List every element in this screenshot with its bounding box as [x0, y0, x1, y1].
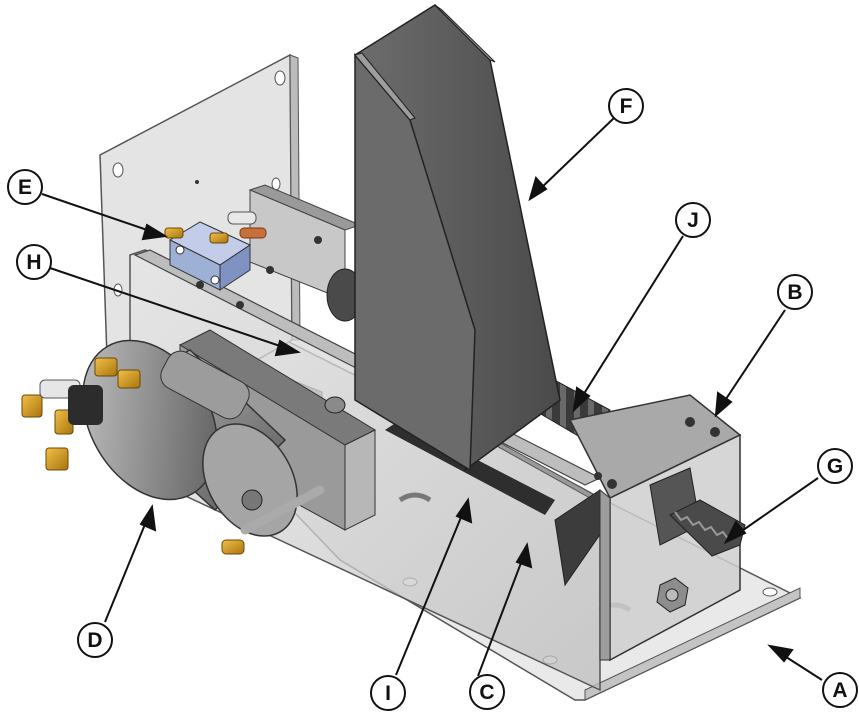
- svg-text:E: E: [18, 176, 32, 199]
- end-block: [568, 394, 746, 662]
- svg-text:H: H: [26, 251, 41, 274]
- valve-block: [164, 211, 267, 291]
- leader-lines: [41, 117, 823, 681]
- callout-f: F: [608, 88, 644, 124]
- callout-a: A: [822, 672, 858, 708]
- svg-text:I: I: [385, 682, 391, 705]
- svg-text:D: D: [87, 629, 102, 652]
- svg-text:F: F: [620, 95, 633, 118]
- motor-assembly: [21, 329, 377, 555]
- svg-text:C: C: [479, 681, 494, 704]
- svg-text:G: G: [827, 455, 843, 478]
- callout-c: C: [469, 674, 505, 710]
- hopper: [353, 4, 561, 472]
- callout-b: B: [777, 274, 813, 310]
- callouts: A B C D E F G H: [7, 88, 858, 711]
- callout-e: E: [7, 169, 43, 205]
- svg-text:J: J: [687, 209, 699, 232]
- callout-d: D: [77, 622, 113, 658]
- callout-j: J: [675, 202, 711, 238]
- svg-text:B: B: [787, 281, 802, 304]
- leader-a: [782, 654, 823, 681]
- callout-g: G: [817, 448, 853, 484]
- callout-h: H: [16, 244, 52, 280]
- svg-text:A: A: [832, 679, 847, 702]
- callout-i: I: [370, 675, 406, 711]
